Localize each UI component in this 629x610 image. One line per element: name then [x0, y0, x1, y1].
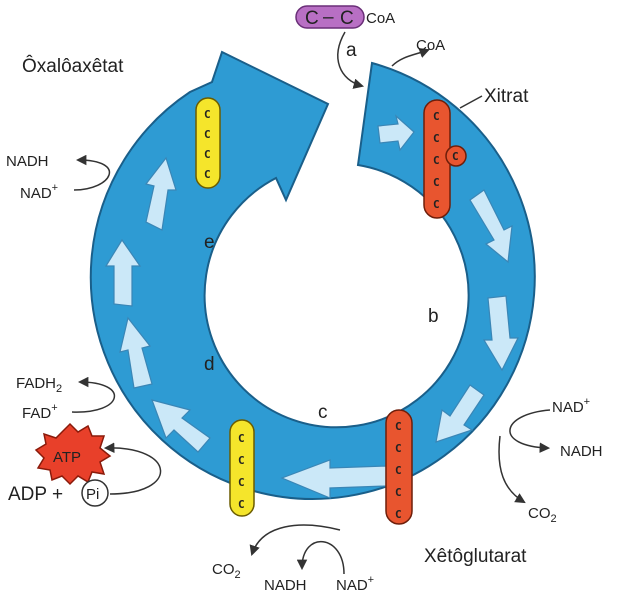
flow-arrows — [104, 114, 519, 499]
co2-bottom-arrow — [249, 524, 341, 556]
nadh-bottom-arrow — [296, 540, 345, 575]
oxaloacetate-molecule — [195, 97, 221, 189]
nadh-left-label: NADH — [6, 153, 49, 170]
keto-c3: C — [395, 464, 402, 477]
flow-arrow-4 — [435, 384, 485, 443]
nadh-right-arrow — [509, 409, 551, 453]
oxaloacetate-label: Ôxalôaxêtat — [22, 55, 124, 77]
cit-c2: C — [433, 132, 440, 145]
flow-arrow-8 — [104, 238, 142, 307]
atp-label: ATP — [53, 449, 81, 466]
acetyl-c2: C — [340, 8, 354, 29]
ketoglutarate-molecule — [385, 409, 413, 525]
coa-out-label: CoA — [416, 37, 445, 54]
flow-arrow-1 — [377, 114, 415, 152]
step-a-arrow — [337, 31, 365, 89]
acetyl-c1: C — [305, 8, 319, 29]
keto-c2: C — [395, 442, 402, 455]
acetyl-capsule — [295, 5, 365, 29]
step-a-label: a — [346, 40, 357, 61]
citrate-label: Xitrat — [484, 86, 529, 107]
atp-arrow — [103, 442, 162, 495]
nadh-bottom-label: NADH — [264, 577, 307, 594]
acetyl-dash: – — [323, 7, 334, 28]
atp-starburst — [34, 422, 112, 486]
nad-left-label: NAD+ — [20, 182, 58, 202]
fad-label: FAD+ — [22, 402, 58, 422]
keto-c4: C — [395, 486, 402, 499]
oxa-c4: C — [204, 168, 211, 181]
four-carbon-molecule — [229, 419, 255, 517]
four-carbon-chain: C C C C — [238, 432, 245, 511]
flow-arrow-5 — [280, 459, 387, 499]
oxaloacetate-chain: C C C C — [204, 108, 211, 181]
step-e-label: e — [204, 232, 215, 253]
nad-bottom-label: NAD+ — [336, 574, 374, 594]
nadh-right-label: NADH — [560, 443, 603, 460]
oxa-c2: C — [204, 128, 211, 141]
fadh2-label: FADH2 — [16, 375, 62, 395]
four-c4: C — [238, 498, 245, 511]
four-c2: C — [238, 454, 245, 467]
cycle-ring-band — [89, 50, 536, 500]
co2-bottom-label: CO2 — [212, 561, 241, 581]
flow-arrow-3 — [482, 295, 519, 372]
coa-in-label: CoA — [366, 10, 395, 27]
step-b-label: b — [428, 306, 439, 327]
keto-c1: C — [395, 420, 402, 433]
citrate-chain: C C C C C — [433, 110, 440, 211]
ketoglutarate-label: Xêtôglutarat — [424, 546, 527, 567]
keto-c5: C — [395, 508, 402, 521]
fadh2-arrow — [71, 376, 115, 413]
co2-right-arrow — [498, 435, 526, 504]
cit-c5: C — [433, 198, 440, 211]
co2-right-label: CO2 — [528, 505, 557, 525]
cit-c1: C — [433, 110, 440, 123]
flow-arrow-2 — [469, 189, 513, 264]
cit-c3: C — [433, 154, 440, 167]
oxa-c3: C — [204, 148, 211, 161]
citrate-pointer — [459, 95, 483, 109]
pi-label: Pi — [86, 486, 99, 503]
step-d-label: d — [204, 354, 215, 375]
pi-circle — [81, 479, 109, 507]
flow-arrow-7 — [119, 316, 153, 389]
coa-out-arrow — [391, 48, 430, 67]
flow-arrow-9 — [144, 156, 177, 231]
four-c1: C — [238, 432, 245, 445]
nadh-left-arrow — [73, 154, 111, 191]
cit-c4: C — [433, 176, 440, 189]
four-c3: C — [238, 476, 245, 489]
flow-arrow-6 — [151, 399, 211, 453]
nad-right-label: NAD+ — [552, 396, 590, 416]
oxa-c1: C — [204, 108, 211, 121]
citrate-branch — [445, 145, 467, 167]
ketoglutarate-chain: C C C C C — [395, 420, 402, 521]
step-c-label: c — [318, 402, 328, 423]
citrate-branch-c: C — [452, 150, 459, 163]
adp-label: ADP + — [8, 484, 63, 505]
